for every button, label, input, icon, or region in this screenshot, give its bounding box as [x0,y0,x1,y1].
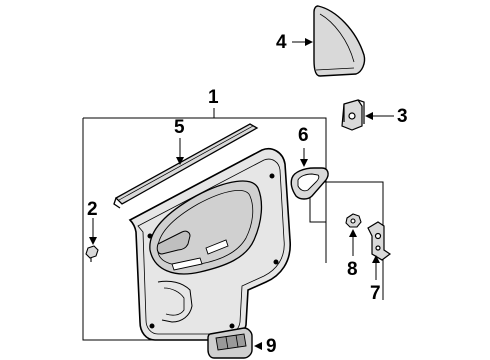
nut-part [345,213,362,228]
door-trim-panel [128,148,291,341]
callout-7: 7 [370,283,381,304]
callout-4: 4 [276,32,287,53]
callout-9: 9 [266,336,277,357]
corner-cover-part [313,5,366,77]
callout-5: 5 [174,117,185,138]
callout-8: 8 [347,259,358,280]
belt-weatherstrip-part [113,123,259,209]
armrest-bracket-part [367,221,392,261]
window-switch-part [207,327,253,359]
callout-3: 3 [397,106,408,127]
callout-1: 1 [208,87,219,108]
handle-bezel-part [290,167,329,200]
clip-part [85,245,99,262]
callout-6: 6 [298,125,309,146]
bracket-part [341,99,365,131]
leader-lines [89,38,394,350]
callout-2: 2 [87,199,98,220]
